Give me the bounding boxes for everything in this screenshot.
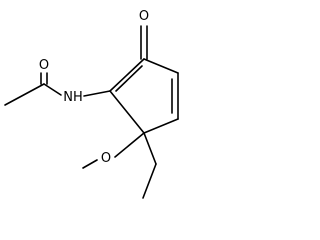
atom-label-amide-nitrogen: NH (63, 90, 83, 105)
bond-c1-n (83, 90, 111, 97)
atom-label-methoxy-oxygen: O (101, 151, 111, 166)
bond-c4-c5 (143, 118, 179, 134)
atom-label-ketone-oxygen: O (139, 9, 149, 24)
bond-carbonyl-methyl (4, 83, 45, 106)
bond-c1-c2-double-outer (109, 58, 145, 92)
bond-c1-c2-double-inner (115, 65, 143, 92)
bond-c5-c6 (109, 90, 145, 134)
bond-c6-o-methoxy (114, 132, 145, 158)
bond-n-carbonyl (43, 83, 62, 96)
bond-c6-ethyl-ch2 (143, 132, 157, 165)
chemical-structure: O O NH O (4, 9, 179, 199)
bond-ethyl-ch2-ch3 (142, 163, 157, 199)
atom-label-amide-oxygen: O (39, 58, 49, 73)
bond-o-methyl (82, 159, 98, 169)
bond-c2-c3 (143, 58, 179, 74)
